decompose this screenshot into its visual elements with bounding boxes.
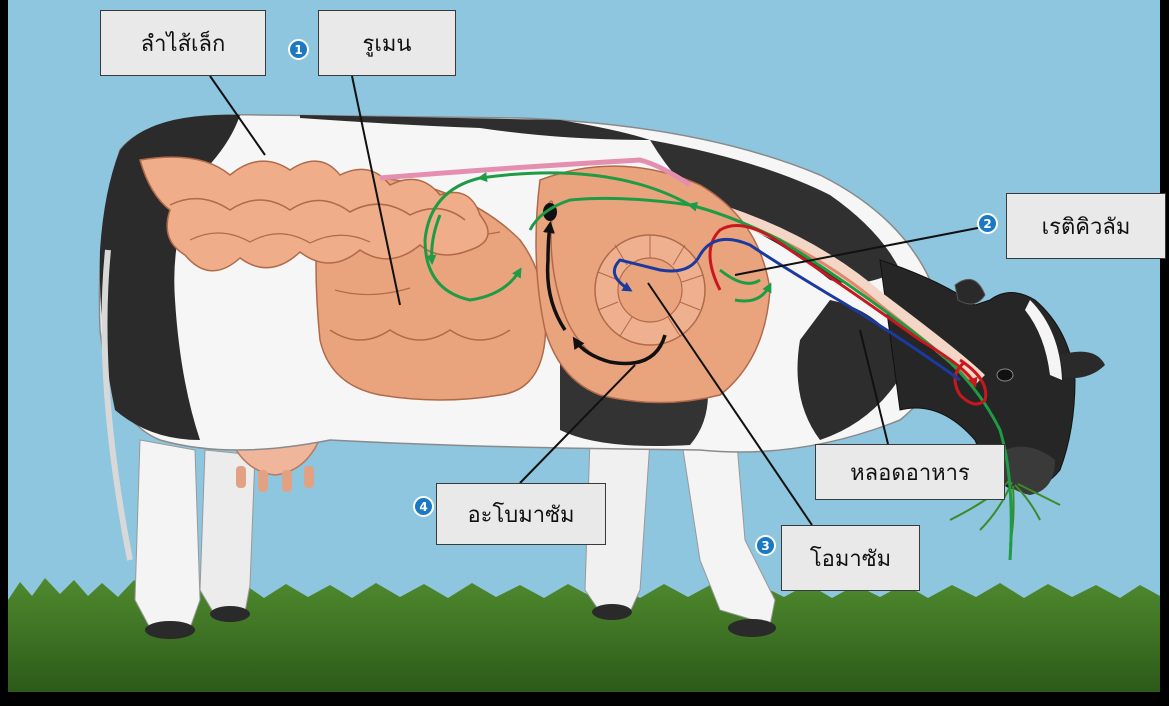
label-esophagus: หลอดอาหาร	[815, 444, 1005, 500]
marker-4: 4	[413, 496, 434, 517]
marker-1: 1	[288, 39, 309, 60]
label-small-intestine: ลำไส้เล็ก	[100, 10, 266, 76]
label-rumen: รูเมน	[318, 10, 456, 76]
marker-2: 2	[977, 213, 998, 234]
marker-3: 3	[755, 535, 776, 556]
label-omasum: โอมาซัม	[781, 525, 920, 591]
label-abomasum: อะโบมาซัม	[436, 483, 606, 545]
label-reticulum: เรติคิวลัม	[1006, 193, 1166, 259]
